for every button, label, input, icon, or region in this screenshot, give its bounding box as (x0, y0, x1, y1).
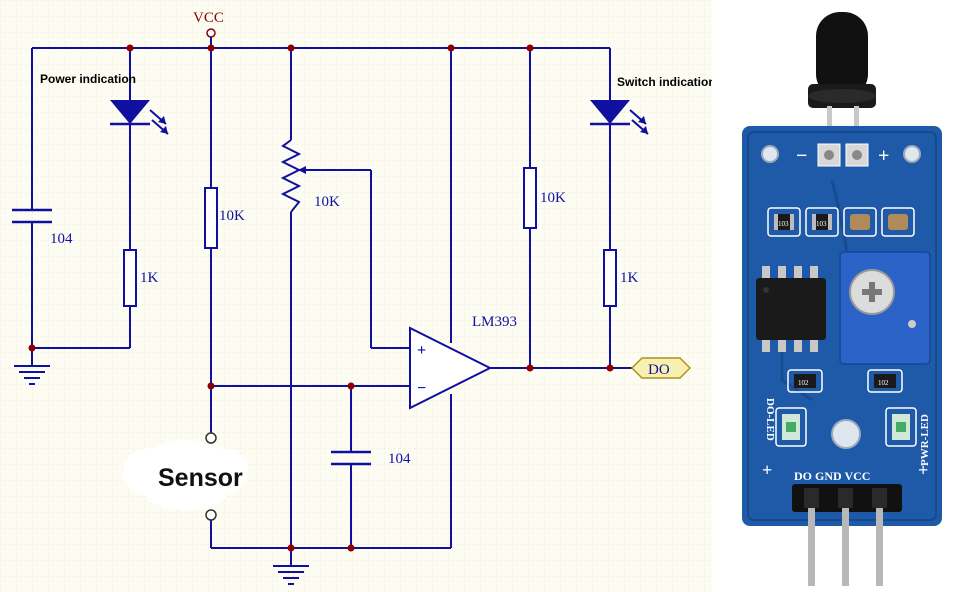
capacitor-left (12, 208, 52, 224)
header-pin-labels: DO GND VCC (794, 469, 870, 483)
resistor-1k-right (603, 249, 617, 307)
capacitor-bottom (331, 450, 371, 466)
opamp-minus-sign: − (417, 380, 426, 397)
capacitor-left-label: 104 (50, 231, 73, 247)
sensor-label: Sensor (158, 464, 243, 492)
do-led-label: DO-LED (764, 398, 776, 441)
plus-right-label: + (918, 460, 928, 480)
smd-resistor-icon (787, 369, 823, 393)
mount-hole (831, 419, 861, 449)
do-output-tag (630, 357, 692, 379)
opamp-label: LM393 (472, 314, 517, 330)
smd-capacitor-icon (843, 207, 877, 237)
ir-receiver-icon (808, 12, 876, 108)
wires (31, 47, 632, 560)
pin-header-icon (792, 484, 902, 586)
chip-r1-label: 103 (778, 220, 789, 228)
opamp-comparator (409, 326, 493, 410)
flame-sensor-module: − + 103 103 (712, 0, 954, 592)
resistor-10k-right (523, 167, 537, 229)
chip-r4-label: 102 (878, 379, 889, 387)
vcc-terminal (206, 28, 216, 38)
pwr-led-icon (885, 407, 917, 447)
circuit-schematic: VCC 104 Power indication 1K 10K 10K (0, 0, 712, 592)
smd-resistor-icon (867, 369, 903, 393)
pin-minus-label: − (796, 145, 807, 167)
resistor-10k-left-label: 10K (219, 208, 245, 224)
resistor-10k-left (204, 187, 218, 249)
chip-r2-label: 103 (816, 220, 827, 228)
sensor-terminal-bottom (205, 509, 217, 521)
pin-plus-label: + (878, 145, 889, 167)
potentiometer-icon (280, 139, 306, 213)
junction-dots (28, 44, 614, 552)
power-led-icon (110, 100, 169, 135)
opamp-plus-sign: + (417, 342, 426, 359)
pwr-led-label: PWR-LED (919, 414, 931, 466)
do-led-icon (775, 407, 807, 447)
smd-resistor-icon (805, 207, 839, 237)
sensor-cloud (123, 440, 248, 510)
mount-hole (903, 145, 921, 163)
resistor-1k-left (123, 249, 137, 307)
schematic-grid (0, 0, 712, 592)
smd-resistor-icon (767, 207, 801, 237)
mount-hole (761, 145, 779, 163)
resistor-1k-right-label: 1K (620, 270, 639, 286)
do-output-label: DO (648, 362, 670, 378)
capacitor-bottom-label: 104 (388, 451, 411, 467)
chip-r3-label: 102 (798, 379, 809, 387)
resistor-1k-left-label: 1K (140, 270, 159, 286)
resistor-10k-right-label: 10K (540, 190, 566, 206)
switch-indication-label: Switch indication (617, 75, 712, 89)
lm393-chip-icon (756, 266, 826, 352)
ground-icon (14, 365, 50, 385)
sensor-terminal-top (205, 432, 217, 444)
smd-capacitor-icon (881, 207, 915, 237)
potentiometer-label: 10K (314, 194, 340, 210)
plus-left-label: + (762, 460, 772, 480)
power-indication-label: Power indication (40, 72, 136, 86)
potentiometer-trimmer-icon (839, 251, 931, 365)
switch-led-icon (590, 100, 649, 135)
vcc-label: VCC (193, 10, 224, 26)
